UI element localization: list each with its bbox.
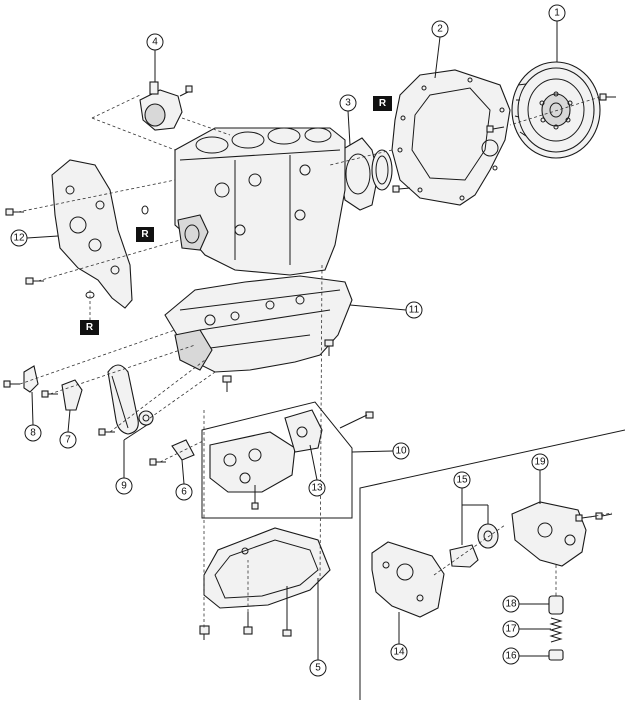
long-bolt [282,586,292,637]
svg-text:8: 8 [30,428,36,439]
small-bolt [98,428,115,436]
plate-bolt [392,185,411,193]
svg-text:10: 10 [395,446,407,457]
small-bolt [3,380,20,388]
pump-bolt [575,514,597,522]
callout-5: 5 [309,659,327,677]
oil-control-valve [139,81,193,131]
flywheel-bolt [599,93,616,101]
svg-text:4: 4 [152,37,158,48]
leader-lines [26,21,558,660]
alignment-lines [17,94,613,630]
small-bolt [149,458,166,466]
callout-9: 9 [115,477,133,495]
svg-text:R: R [86,322,94,333]
callout-11: 11 [405,301,423,319]
oil-pan-bolt [324,339,334,356]
svg-text:2: 2 [437,24,443,35]
balancer-unit [209,409,323,493]
oil-pump-rotors [449,523,499,568]
oil-pump-section-frame [359,429,625,700]
chain-tensioner-arm [61,379,83,411]
relief-valve-plunger [548,595,564,615]
callout-4: 4 [146,33,164,51]
replace-badge: R [80,320,99,335]
callout-3: 3 [339,94,357,112]
callout-15: 15 [453,471,471,489]
balancer-unit-box [201,401,353,519]
svg-text:3: 3 [345,98,351,109]
small-bolt [41,390,58,398]
callout-10: 10 [392,442,410,460]
replace-badge: R [373,96,392,111]
svg-text:1: 1 [554,8,560,19]
svg-text:14: 14 [393,647,405,658]
callout-18: 18 [502,595,520,613]
callout-13: 13 [308,479,326,497]
rear-end-plate [391,69,511,206]
svg-text:R: R [141,229,149,240]
plate-bolt [486,125,505,133]
oil-pump-cover [371,541,445,618]
callout-1: 1 [548,4,566,22]
svg-text:12: 12 [13,233,25,244]
svg-text:11: 11 [409,305,420,316]
oil-pan-lower [203,527,331,609]
relief-valve-spring [549,617,563,643]
oil-pan-upper [164,275,353,373]
front-cover-bolt [5,208,24,216]
chain-sprocket [138,410,154,426]
replace-badge: R [136,227,154,242]
svg-text:16: 16 [505,651,517,662]
callout-16: 16 [502,647,520,665]
chain-guide [23,365,39,393]
engine-front-cover [51,159,133,309]
chain-tensioner [171,439,195,461]
svg-text:18: 18 [505,599,517,610]
front-cover-bolt [25,277,44,285]
svg-text:7: 7 [65,435,71,446]
svg-text:6: 6 [181,487,187,498]
pump-bolt [595,512,613,520]
svg-text:13: 13 [311,483,323,494]
oil-pan-bolt [222,375,232,392]
callout-19: 19 [531,453,549,471]
flywheel [511,61,601,159]
timing-chain [107,364,139,435]
drain-plug-bolt [199,625,210,640]
cylinder-block [174,127,346,276]
svg-text:R: R [379,98,387,109]
o-ring [141,205,149,215]
balancer-bolt [251,485,259,510]
callout-17: 17 [502,620,520,638]
callout-12: 12 [10,229,28,247]
svg-text:5: 5 [315,663,321,674]
callout-2: 2 [431,20,449,38]
balancer-bolt [339,411,374,429]
relief-valve-plug [548,649,564,661]
callout-8: 8 [24,424,42,442]
svg-text:15: 15 [456,475,468,486]
rear-oil-seal [371,149,393,191]
svg-text:17: 17 [505,624,517,635]
svg-text:19: 19 [534,457,546,468]
callout-6: 6 [175,483,193,501]
oil-pump-body [511,501,587,567]
callout-14: 14 [390,643,408,661]
svg-text:9: 9 [121,481,127,492]
drain-plug-bolt [243,612,253,635]
callout-7: 7 [59,431,77,449]
